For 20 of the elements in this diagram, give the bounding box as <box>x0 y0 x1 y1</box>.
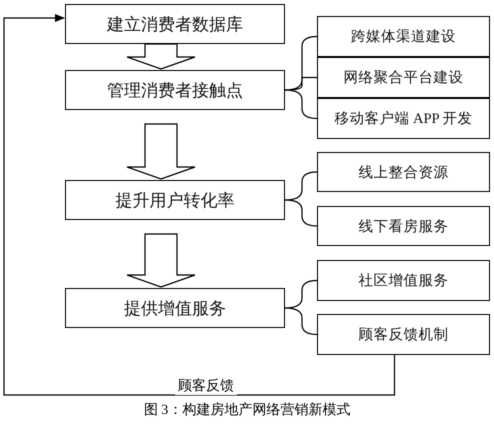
process-box: 提升用户转化率 <box>65 180 285 220</box>
item-box: 网络聚合平台建设 <box>317 57 490 98</box>
item-box: 跨媒体渠道建设 <box>317 16 490 57</box>
block-arrow <box>126 233 196 288</box>
block-arrow <box>126 43 196 70</box>
item-box: 线下看房服务 <box>317 206 490 246</box>
item-box: 顾客反馈机制 <box>317 314 490 355</box>
brace-line <box>284 199 318 227</box>
figure-caption: 图 3：构建房地产网络营销新模式 <box>144 403 350 418</box>
process-box: 提供增值服务 <box>65 288 285 328</box>
process-box: 管理消费者接触点 <box>65 70 285 110</box>
edge-label: 顾客反馈 <box>175 377 237 395</box>
brace-line <box>284 307 318 336</box>
block-arrow <box>126 123 196 180</box>
item-box: 社区增值服务 <box>317 260 490 301</box>
brace-line <box>284 89 318 120</box>
feedback-arrow <box>3 14 396 396</box>
item-box: 移动客户端 APP 开发 <box>317 98 490 139</box>
process-box: 建立消费者数据库 <box>65 4 285 44</box>
item-box: 线上整合资源 <box>317 152 490 192</box>
